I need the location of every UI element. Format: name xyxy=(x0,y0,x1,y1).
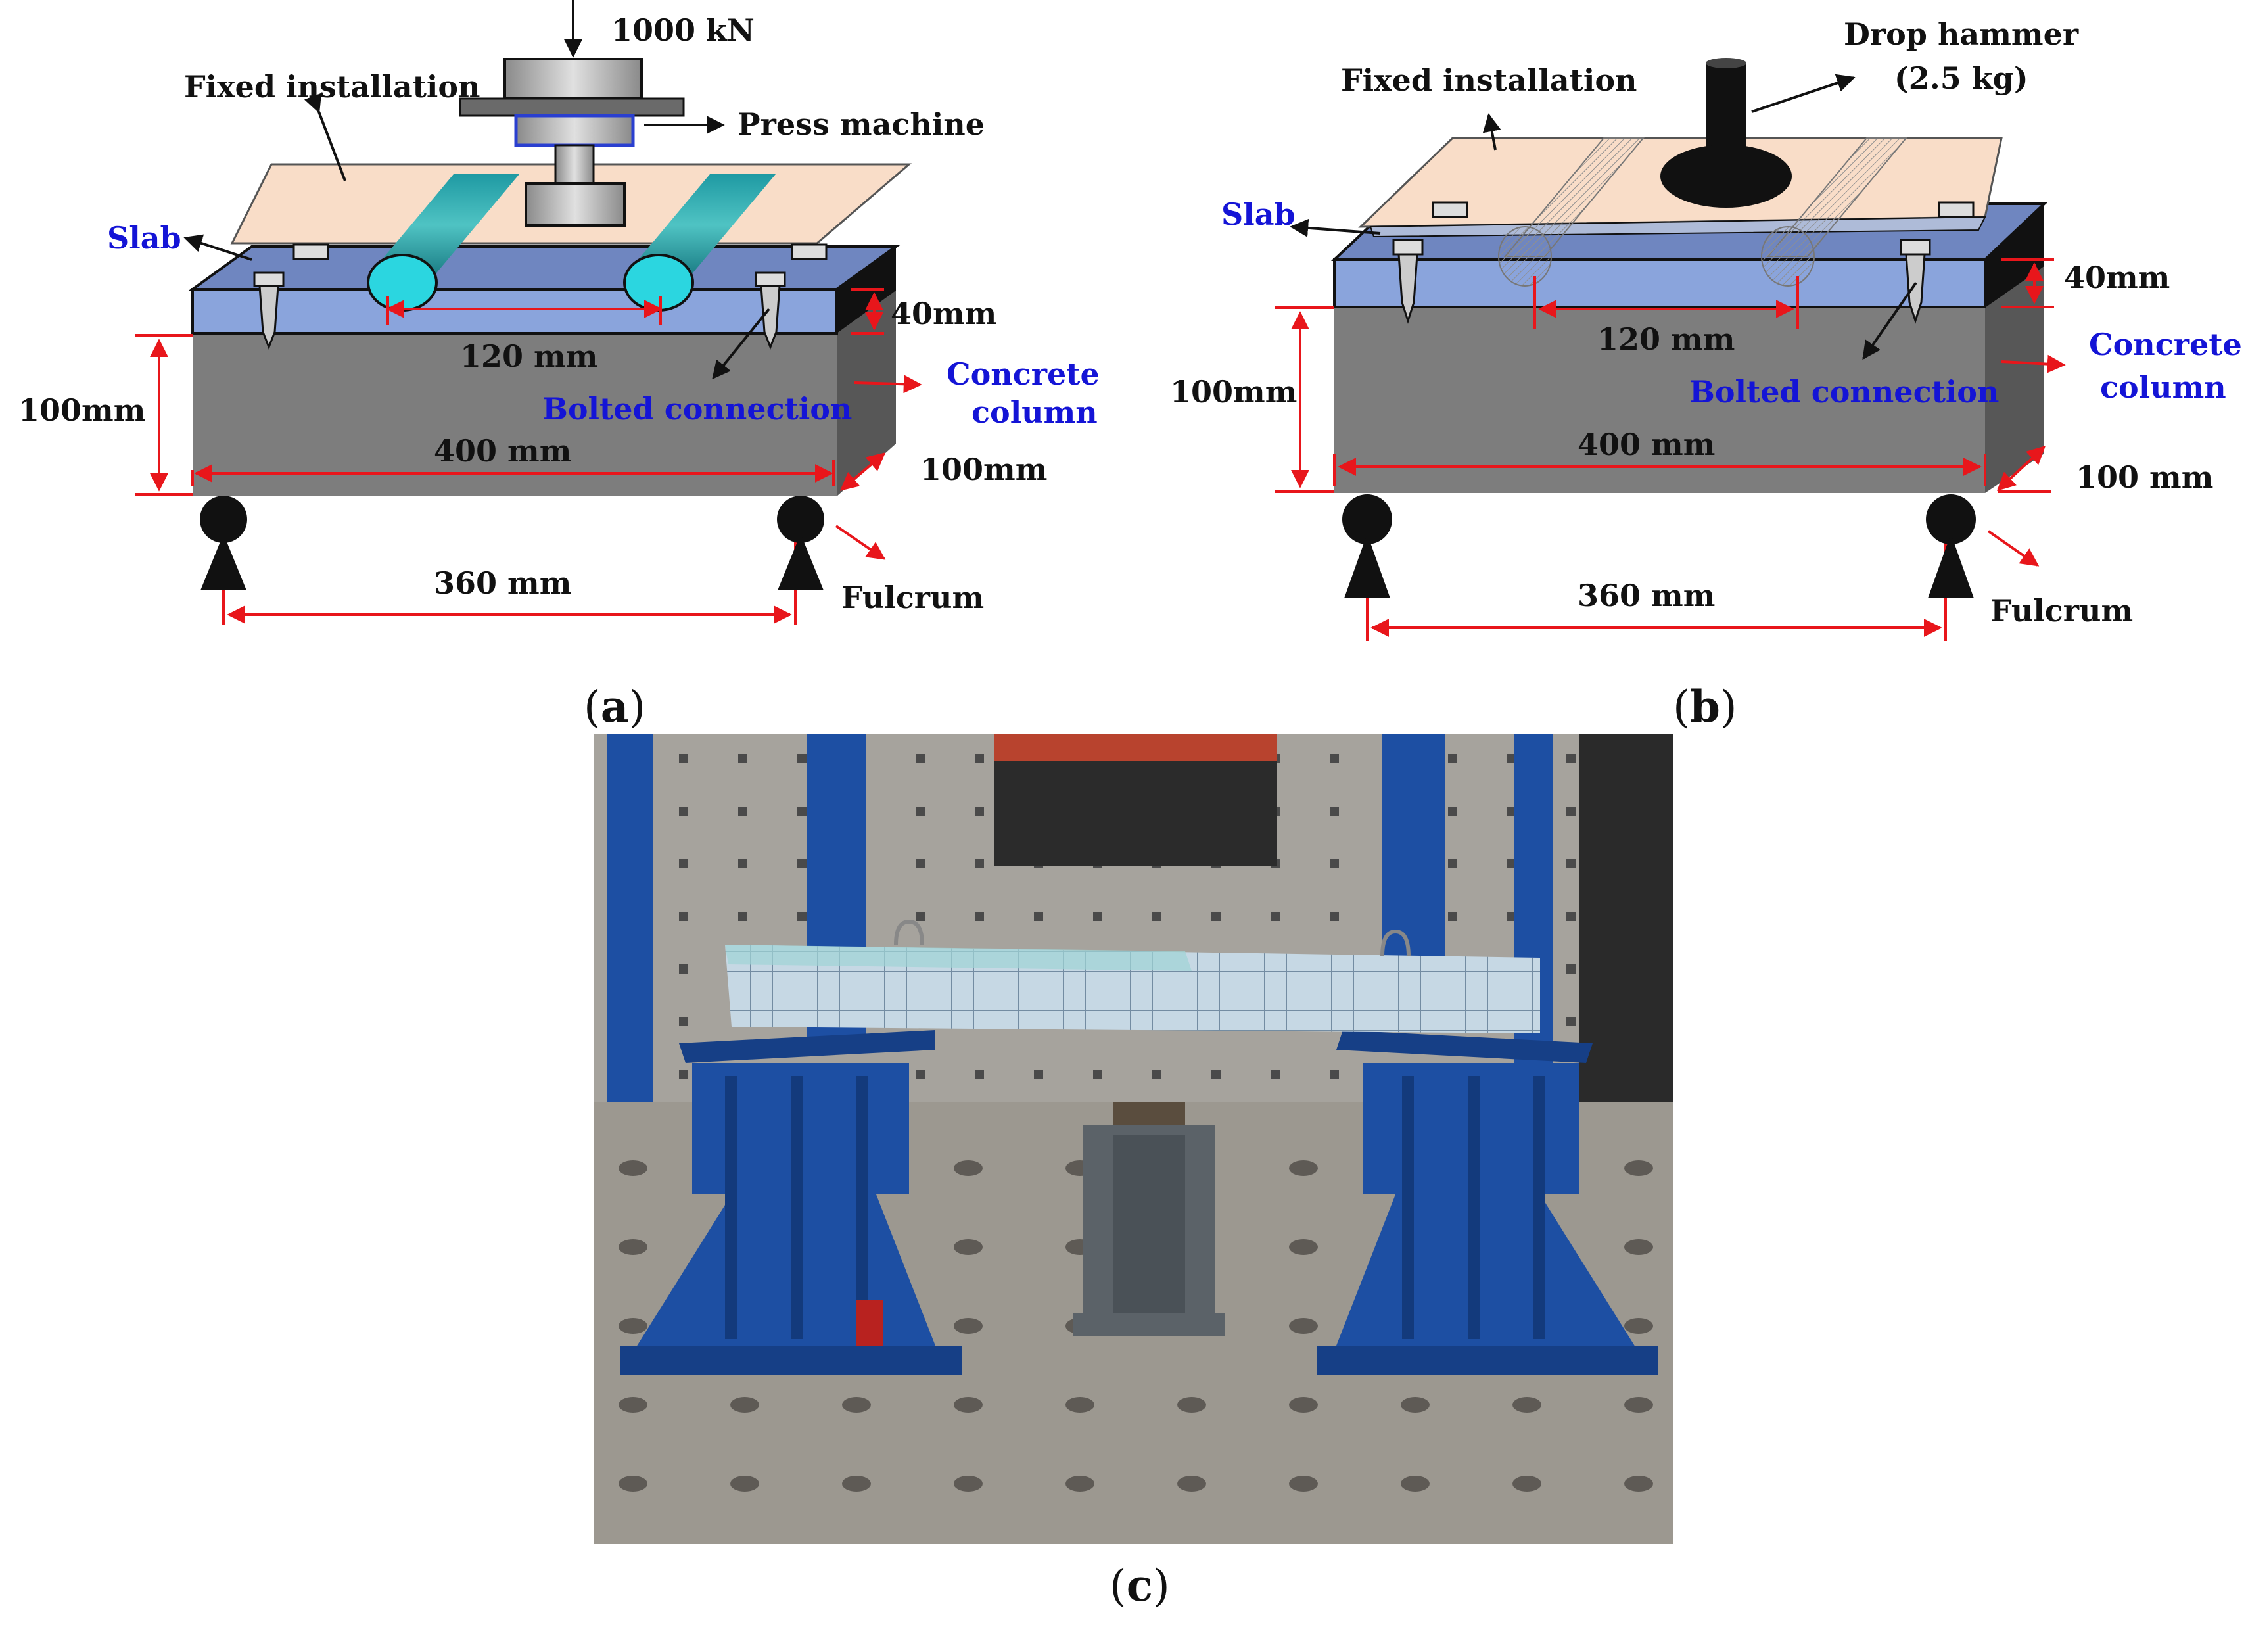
dim-360-label-a: 360 mm xyxy=(434,565,571,601)
dim-40-label-b: 40mm xyxy=(2064,260,2170,295)
roller-left-body-a xyxy=(368,174,519,276)
caption-letter-c: c xyxy=(1127,1560,1153,1611)
right-support-frame xyxy=(1317,1030,1658,1375)
leader-slab-b xyxy=(1290,218,1381,237)
bolt-icon xyxy=(1392,201,1468,324)
fixed-installation-label-a: Fixed installation xyxy=(184,69,480,105)
lifting-hook xyxy=(1380,929,1411,957)
dim-120-label-a: 120 mm xyxy=(460,339,597,374)
dimension-lines-b xyxy=(1275,258,2054,641)
hammer-mass-label-b: (2.5 kg) xyxy=(1894,60,2028,96)
caption-a: (a) xyxy=(584,681,645,732)
leader-fulcrum-a xyxy=(835,525,886,560)
dim-40-label-a: 40mm xyxy=(891,296,996,331)
concrete-label-a: Concrete xyxy=(947,356,1100,392)
leader-bolt-a xyxy=(712,308,770,380)
roller-right-body-a xyxy=(624,174,776,276)
caption-letter-b: b xyxy=(1690,681,1720,732)
roller-right-end-b xyxy=(1761,226,1815,287)
fulcrum-label-b: Fulcrum xyxy=(1990,593,2133,628)
panel-b: Drop hammer (2.5 kg) Fixed installation … xyxy=(1170,16,2242,732)
roller-right-a xyxy=(623,254,694,312)
slab-b xyxy=(1333,258,1986,308)
slab-label-a: Slab xyxy=(107,220,181,256)
bolted-connection-label-a: Bolted connection xyxy=(542,391,852,427)
bolt-icon xyxy=(1900,201,1975,324)
dim-100-depth-label-b: 100 mm xyxy=(2076,460,2213,495)
center-pedestal xyxy=(1073,1102,1225,1336)
column-label-a: column xyxy=(971,394,1098,430)
roller-left-a xyxy=(367,254,438,312)
leader-column-a xyxy=(854,375,922,394)
drop-hammer-label-b: Drop hammer xyxy=(1844,16,2079,52)
load-label-a: 1000 kN xyxy=(611,12,755,48)
press-machine-icon xyxy=(459,58,685,227)
photo-panel-c xyxy=(594,734,1673,1544)
laser-level xyxy=(856,1300,883,1346)
leader-fulcrum-b xyxy=(1987,530,2040,567)
leader-hammer-b xyxy=(1751,74,1856,113)
dim-120-label-b: 120 mm xyxy=(1597,321,1735,357)
leader-bolt-b xyxy=(1862,281,1917,360)
leader-slab-a xyxy=(183,234,252,261)
slab-a xyxy=(191,288,838,335)
fulcrum-icon xyxy=(200,496,247,590)
blue-column xyxy=(607,734,653,1102)
fulcrum-icon xyxy=(1926,494,1976,598)
drop-hammer-icon xyxy=(1660,58,1792,208)
concrete-beam-specimen xyxy=(725,945,1540,1033)
fulcrum-icon xyxy=(1342,494,1392,598)
column-side-a xyxy=(837,291,896,496)
leader-column-b xyxy=(2001,354,2066,373)
lifting-hook xyxy=(894,919,924,945)
slab-side-b xyxy=(1985,204,2044,308)
dim-100-height-label-b: 100mm xyxy=(1170,374,1297,410)
slab-label-b: Slab xyxy=(1221,197,1296,232)
column-side-b xyxy=(1985,266,2044,493)
fixed-installation-label-b: Fixed installation xyxy=(1341,62,1637,98)
overhead-red-beam xyxy=(994,734,1277,761)
dim-400-label-b: 400 mm xyxy=(1578,427,1715,462)
background-dark xyxy=(1579,734,1673,1102)
bolted-connection-label-b: Bolted connection xyxy=(1689,374,1999,410)
press-machine-label-a: Press machine xyxy=(737,106,985,142)
lab-photo xyxy=(594,734,1673,1544)
bolt-icon xyxy=(253,243,329,350)
dim-100-height-label-a: 100mm xyxy=(18,392,145,428)
caption-c: (c) xyxy=(1110,1560,1170,1611)
dim-360-label-b: 360 mm xyxy=(1578,578,1715,613)
fulcrum-icon xyxy=(777,496,824,590)
dim-400-label-a: 400 mm xyxy=(434,433,571,469)
dim-100-depth-label-a: 100mm xyxy=(920,452,1047,487)
bolt-icon xyxy=(755,243,828,350)
concrete-label-b: Concrete xyxy=(2089,327,2242,362)
leader-fixed-a xyxy=(304,93,346,181)
caption-b: (b) xyxy=(1673,681,1737,732)
caption-letter-a: a xyxy=(601,681,629,732)
fulcrum-label-a: Fulcrum xyxy=(841,580,984,615)
panel-a: 1000 kN Fixed installation Press machine… xyxy=(18,0,1100,732)
column-label-b: column xyxy=(2100,369,2226,405)
roller-left-end-b xyxy=(1498,226,1552,287)
leader-fixed-b xyxy=(1482,113,1501,151)
